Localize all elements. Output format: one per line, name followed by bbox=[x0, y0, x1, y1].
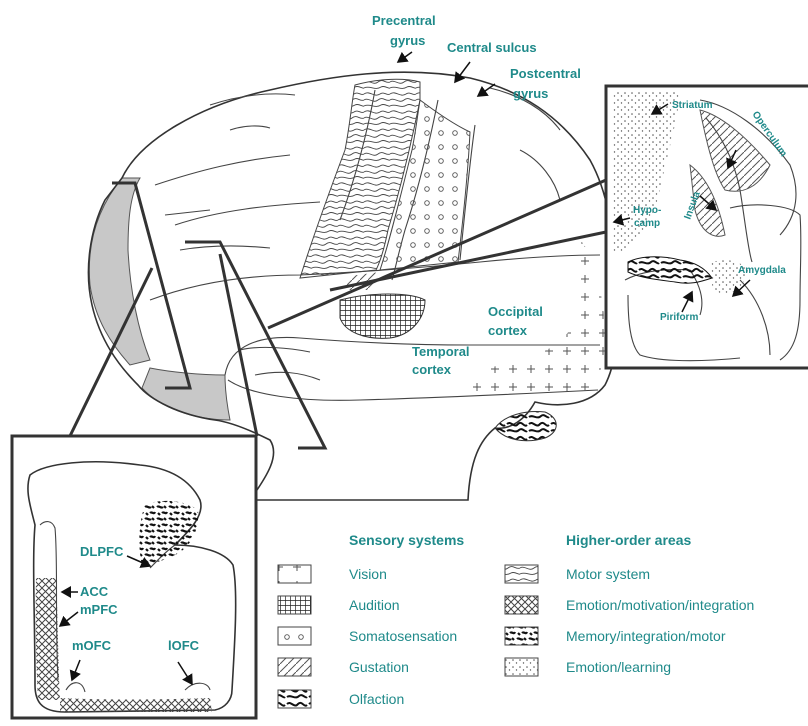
legend-memory: Memory/integration/motor bbox=[566, 628, 726, 644]
precentral-label-2: gyrus bbox=[390, 33, 425, 48]
audition-swatch bbox=[278, 596, 311, 614]
central-sulcus-arrow bbox=[455, 62, 470, 82]
legend-emotion-learning: Emotion/learning bbox=[566, 659, 671, 675]
postcentral-label-1: Postcentral bbox=[510, 66, 581, 81]
legend-motor: Motor system bbox=[566, 566, 650, 582]
precentral-label-1: Precentral bbox=[372, 13, 436, 28]
mofc-label: mOFC bbox=[72, 638, 112, 653]
legend-olfaction: Olfaction bbox=[349, 691, 404, 707]
acc-label: ACC bbox=[80, 584, 109, 599]
central-sulcus-label: Central sulcus bbox=[447, 40, 537, 55]
emotion-motivation-swatch bbox=[505, 596, 538, 614]
cerebellum-squiggle-region bbox=[495, 412, 556, 441]
temporal-label-1: Temporal bbox=[412, 344, 470, 359]
hypocamp-label-1: Hypo- bbox=[633, 205, 661, 216]
motor-swatch bbox=[505, 565, 538, 583]
legend-gustation: Gustation bbox=[349, 659, 409, 675]
occipital-label-1: Occipital bbox=[488, 304, 543, 319]
legend-higher-title: Higher-order areas bbox=[566, 532, 691, 548]
olfaction-swatch bbox=[278, 690, 311, 708]
vision-swatch bbox=[278, 565, 311, 583]
postcentral-arrow bbox=[478, 84, 495, 96]
somatosensation-swatch bbox=[278, 627, 311, 645]
left-inset-panel bbox=[12, 436, 256, 718]
legend-audition: Audition bbox=[349, 597, 400, 613]
legend-sensory-title: Sensory systems bbox=[349, 532, 464, 548]
temporal-label-2: cortex bbox=[412, 362, 452, 377]
legend: Sensory systems Higher-order areas Visio… bbox=[278, 532, 754, 708]
legend-somatosensation: Somatosensation bbox=[349, 628, 457, 644]
piriform-label: Piriform bbox=[660, 312, 698, 323]
memory-swatch bbox=[505, 627, 538, 645]
amygdala-label: Amygdala bbox=[738, 265, 786, 276]
hypocamp-label-2: camp bbox=[634, 218, 660, 229]
mpfc-region bbox=[36, 578, 60, 700]
postcentral-label-2: gyrus bbox=[513, 86, 548, 101]
legend-emotion-motivation: Emotion/motivation/integration bbox=[566, 597, 754, 613]
dlpfc-label: DLPFC bbox=[80, 544, 124, 559]
mpfc-label: mPFC bbox=[80, 602, 118, 617]
lofc-label: lOFC bbox=[168, 638, 200, 653]
ofc-region bbox=[60, 698, 212, 712]
occipital-label-2: cortex bbox=[488, 323, 528, 338]
auditory-region bbox=[340, 294, 425, 338]
precentral-arrow bbox=[398, 52, 412, 62]
striatum-label: Striatum bbox=[672, 100, 713, 111]
emotion-learning-swatch bbox=[505, 658, 538, 676]
gustation-swatch bbox=[278, 658, 311, 676]
legend-vision: Vision bbox=[349, 566, 387, 582]
